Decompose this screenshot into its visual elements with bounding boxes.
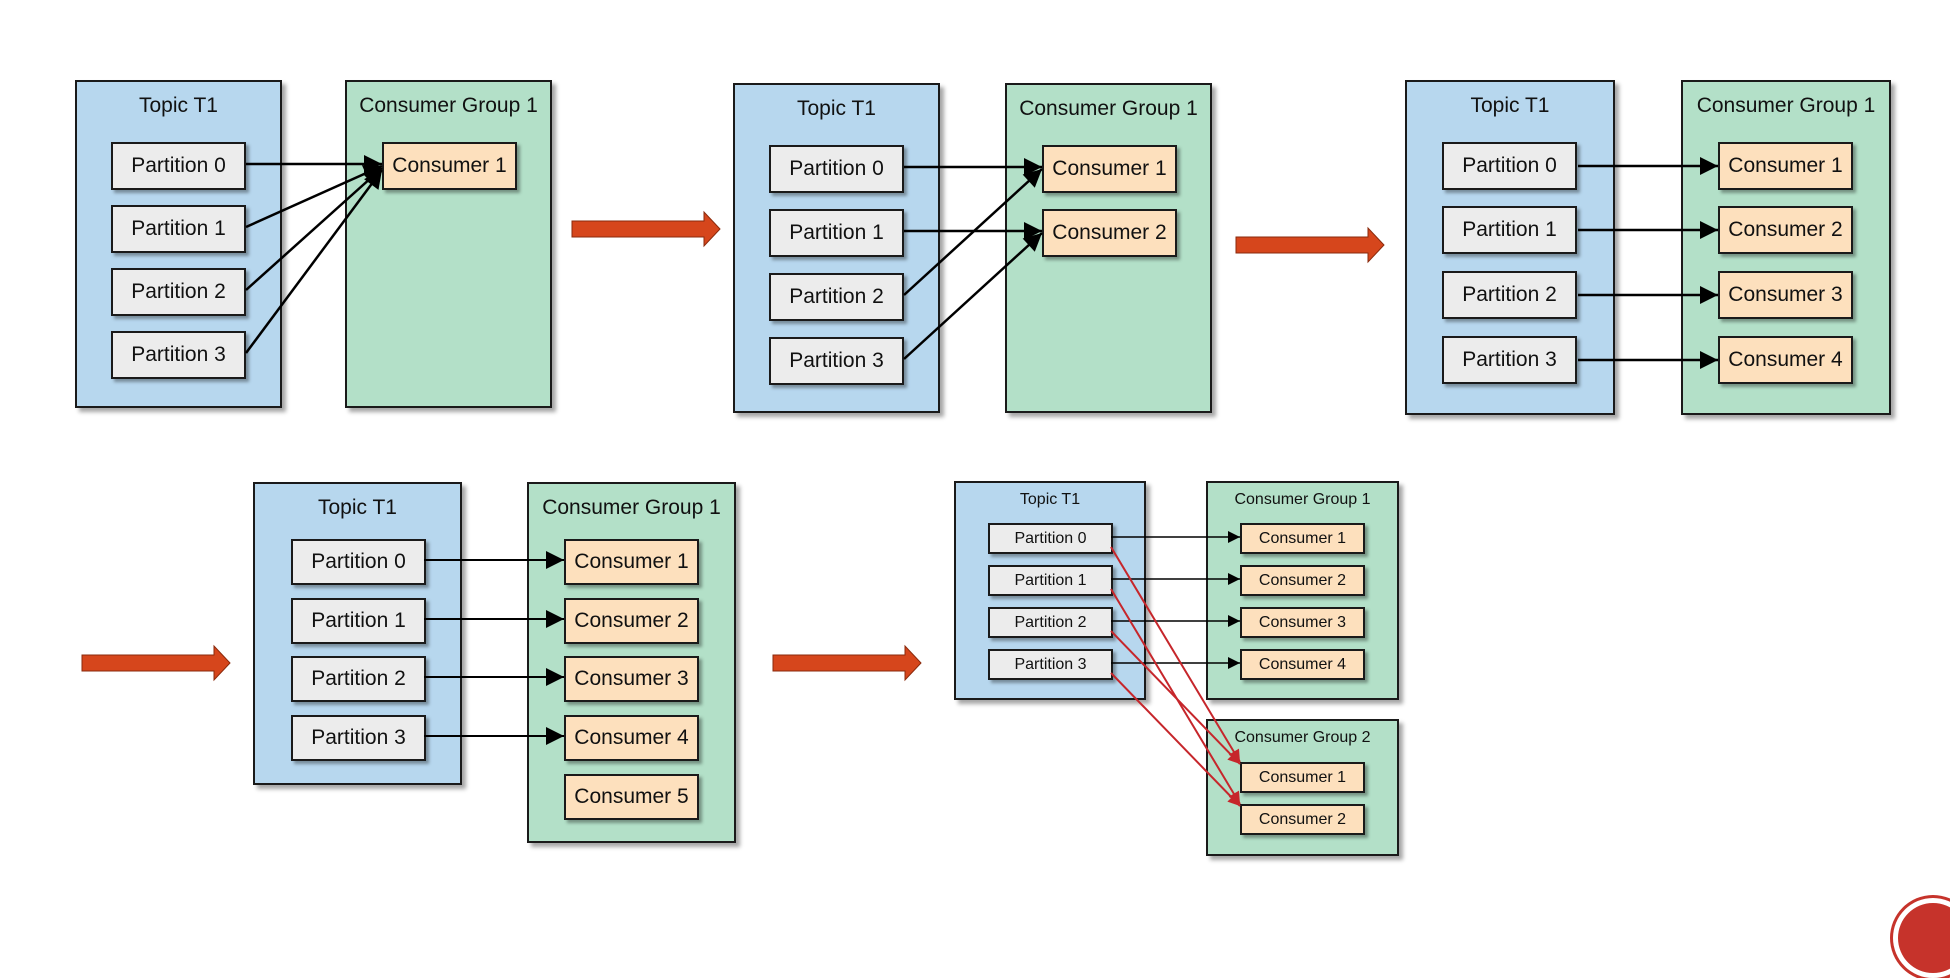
partition-0: Partition 0 [769,145,904,193]
consumer-group-1-title: Consumer Group 1 [1234,491,1371,508]
consumer-group-box: Consumer Group 1 Consumer 1 Consumer 2 [1005,83,1212,413]
partition-0: Partition 0 [988,523,1113,554]
consumer-group-box: Consumer Group 1 Consumer 1 Consumer 2 C… [1681,80,1891,415]
group-2-consumer-2: Consumer 2 [1240,804,1365,835]
consumer-group-box: Consumer Group 1 Consumer 1 [345,80,552,408]
partition-3: Partition 3 [769,337,904,385]
partition-0: Partition 0 [1442,142,1577,190]
consumer-2: Consumer 2 [564,598,699,644]
flow-arrow-3 [81,644,231,682]
topic-title: Topic T1 [1019,491,1081,508]
partition-2: Partition 2 [769,273,904,321]
topic-title: Topic T1 [797,97,876,120]
topic-box: Topic T1 Partition 0 Partition 1 Partiti… [253,482,462,785]
partition-3: Partition 3 [111,331,246,379]
consumer-1: Consumer 1 [382,142,517,190]
topic-box: Topic T1 Partition 0 Partition 1 Partiti… [1405,80,1615,415]
consumer-2: Consumer 2 [1042,209,1177,257]
consumer-4: Consumer 4 [564,715,699,761]
topic-box: Topic T1 Partition 0 Partition 1 Partiti… [75,80,282,408]
consumer-group-title: Consumer Group 1 [1019,97,1198,120]
logo [1893,898,1950,978]
group-1-consumer-3: Consumer 3 [1240,607,1365,638]
consumer-3: Consumer 3 [564,656,699,702]
partition-1: Partition 1 [291,598,426,644]
partition-3: Partition 3 [988,649,1113,680]
group-2-consumer-1: Consumer 1 [1240,762,1365,793]
consumer-group-title: Consumer Group 1 [1696,94,1876,117]
consumer-group-box: Consumer Group 1 Consumer 1 Consumer 2 C… [527,482,736,843]
partition-2: Partition 2 [988,607,1113,638]
partition-2: Partition 2 [291,656,426,702]
consumer-group-2-box: Consumer Group 2 Consumer 1 Consumer 2 [1206,719,1399,856]
group-1-consumer-4: Consumer 4 [1240,649,1365,680]
partition-0: Partition 0 [291,539,426,585]
consumer-3: Consumer 3 [1718,271,1853,319]
partition-1: Partition 1 [111,205,246,253]
consumer-1: Consumer 1 [564,539,699,585]
consumer-group-2-title: Consumer Group 2 [1234,729,1371,746]
topic-title: Topic T1 [318,496,397,519]
partition-1: Partition 1 [769,209,904,257]
partition-2: Partition 2 [1442,271,1577,319]
consumer-4: Consumer 4 [1718,336,1853,384]
partition-3: Partition 3 [1442,336,1577,384]
flow-arrow-2 [1235,226,1385,264]
consumer-1: Consumer 1 [1718,142,1853,190]
partition-1: Partition 1 [1442,206,1577,254]
consumer-5: Consumer 5 [564,774,699,820]
topic-box: Topic T1 Partition 0 Partition 1 Partiti… [733,83,940,413]
topic-title: Topic T1 [1470,94,1550,117]
partition-2: Partition 2 [111,268,246,316]
partition-1: Partition 1 [988,565,1113,596]
partition-0: Partition 0 [111,142,246,190]
flow-arrow-1 [571,210,721,248]
consumer-2: Consumer 2 [1718,206,1853,254]
flow-arrow-4 [772,644,922,682]
consumer-group-title: Consumer Group 1 [359,94,538,117]
topic-title: Topic T1 [139,94,218,117]
topic-box: Topic T1 Partition 0 Partition 1 Partiti… [954,481,1146,700]
group-1-consumer-2: Consumer 2 [1240,565,1365,596]
consumer-group-1-box: Consumer Group 1 Consumer 1 Consumer 2 C… [1206,481,1399,700]
consumer-group-title: Consumer Group 1 [542,496,721,519]
partition-3: Partition 3 [291,715,426,761]
consumer-1: Consumer 1 [1042,145,1177,193]
group-1-consumer-1: Consumer 1 [1240,523,1365,554]
